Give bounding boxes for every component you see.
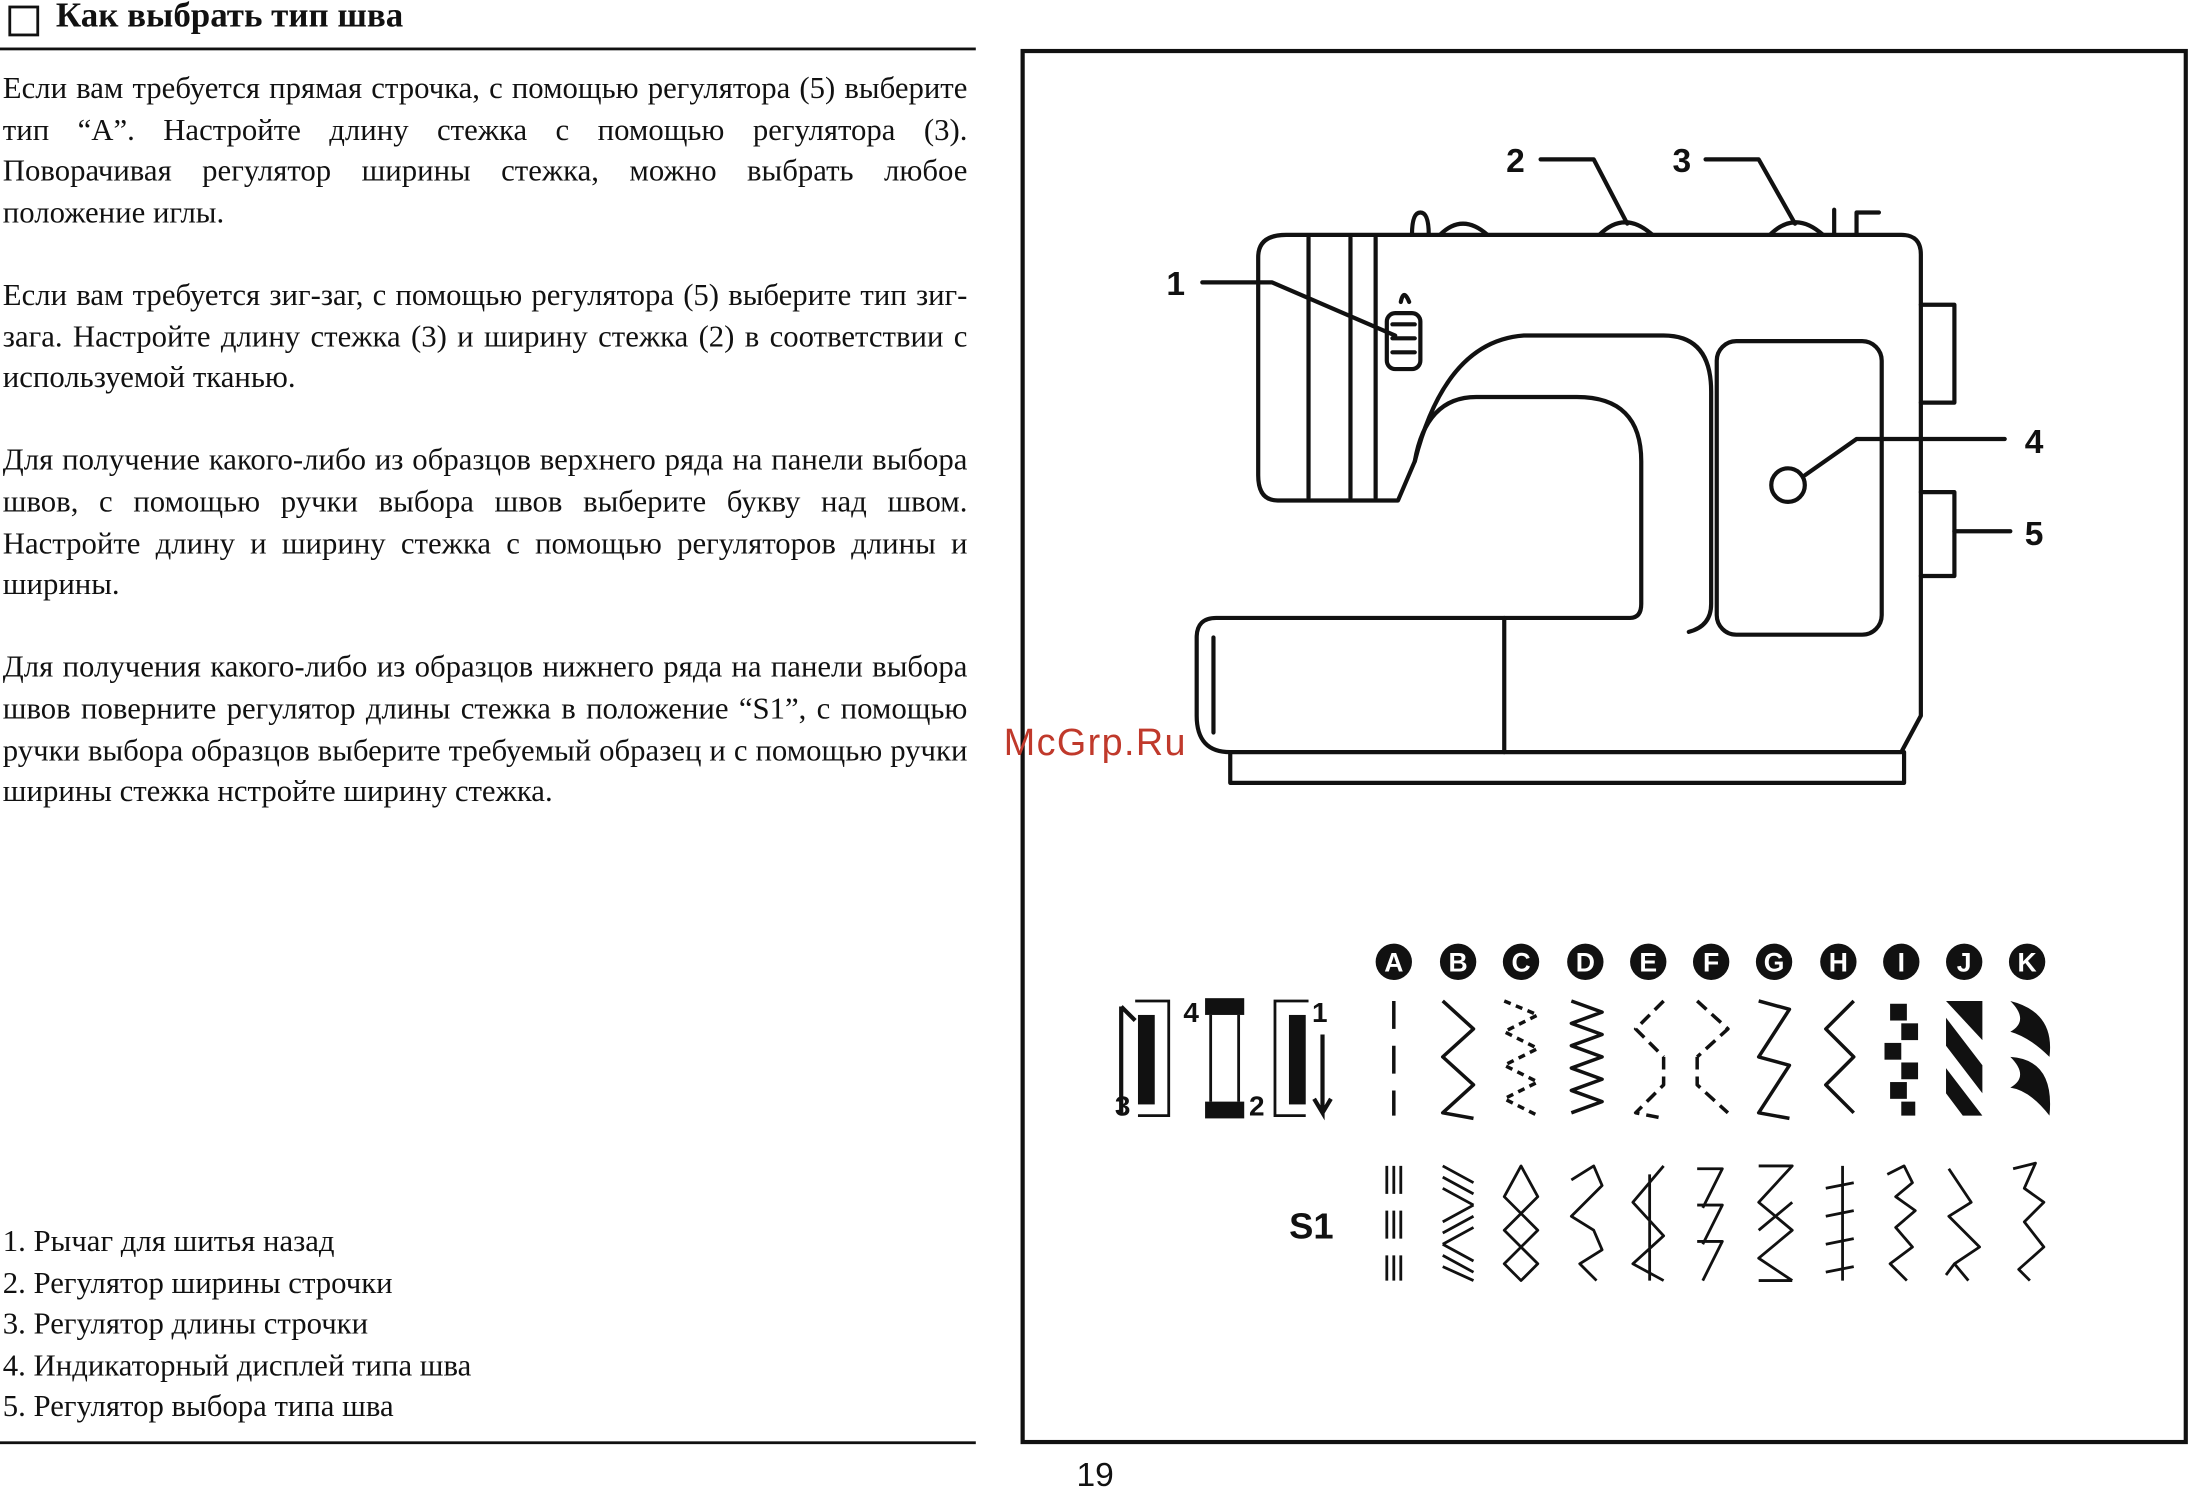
- stitch-letter-badge: B: [1439, 943, 1477, 980]
- watermark-text: McGrp.Ru: [1003, 721, 1187, 764]
- svg-text:I: I: [1898, 948, 1905, 978]
- diagram-frame: [1020, 48, 2188, 1445]
- lower-stitch-patterns: [1385, 1161, 2046, 1282]
- legend-item: 4. Индикаторный дисплей типа шва: [2, 1347, 472, 1383]
- svg-text:E: E: [1639, 948, 1657, 978]
- upper-stitch-patterns: [1392, 999, 1856, 1121]
- paragraph: Если вам требуется прямая строчка, с пом…: [2, 69, 968, 229]
- stitch-letter-badge: F: [1692, 943, 1730, 980]
- lower-row-label: S1: [1289, 1206, 1333, 1247]
- buttonhole-step-number: 3: [1115, 1091, 1131, 1122]
- stitch-letter-badge: K: [2008, 943, 2046, 980]
- paragraph: Для получение какого-либо из образцов ве…: [2, 442, 968, 602]
- legend-item: 5. Регулятор выбора типа шва: [2, 1388, 394, 1424]
- buttonhole-steps-illustration: [1119, 998, 1333, 1121]
- section-title: Как выбрать тип шва: [55, 0, 404, 35]
- callout-number: 3: [1672, 143, 1691, 180]
- stitch-letter-badge: H: [1820, 943, 1857, 980]
- machine-body-illustration: [1194, 207, 1957, 785]
- svg-text:G: G: [1764, 948, 1785, 978]
- page-number: 19: [1076, 1456, 1114, 1491]
- legend-item: 1. Рычаг для шитья назад: [2, 1223, 335, 1259]
- upper-stitch-patterns-filled: [1884, 1000, 2051, 1116]
- callout-number: 1: [1166, 266, 1185, 303]
- stitch-letter-badge: E: [1630, 943, 1667, 980]
- stitch-letter-badges: A B C D E F G H I J K: [1375, 943, 2046, 980]
- svg-text:A: A: [1384, 948, 1403, 978]
- stitch-letter-badge: A: [1375, 943, 1412, 980]
- svg-text:F: F: [1703, 948, 1719, 978]
- stitch-letter-badge: D: [1567, 943, 1604, 980]
- buttonhole-step-number: 2: [1249, 1091, 1265, 1122]
- svg-text:K: K: [2018, 948, 2037, 978]
- legend-item: 2. Регулятор ширины строчки: [2, 1264, 393, 1300]
- stitch-letter-badge: G: [1755, 943, 1793, 980]
- svg-text:J: J: [1957, 948, 1972, 978]
- svg-text:H: H: [1829, 948, 1848, 978]
- svg-text:B: B: [1449, 948, 1468, 978]
- svg-text:D: D: [1576, 948, 1595, 978]
- callout-number: 2: [1506, 143, 1525, 180]
- stitch-letter-badge: I: [1883, 943, 1920, 980]
- callout-number: 4: [2025, 424, 2044, 461]
- buttonhole-step-number: 1: [1312, 997, 1328, 1028]
- svg-text:C: C: [1511, 948, 1530, 978]
- parts-legend: 1. Рычаг для шитья назад 2. Регулятор ши…: [3, 1220, 786, 1427]
- legend-item: 3. Регулятор длины строчки: [2, 1305, 369, 1341]
- instructions: Если вам требуется прямая строчка, с пом…: [3, 67, 968, 853]
- section-checkbox: [8, 5, 40, 37]
- callout-number: 5: [2025, 516, 2044, 553]
- paragraph: Для получения какого-либо из образцов ни…: [2, 649, 968, 809]
- footer-rule: [0, 1441, 976, 1445]
- buttonhole-step-number: 4: [1183, 997, 1199, 1028]
- stitch-letter-badge: C: [1502, 943, 1540, 980]
- stitch-letter-badge: J: [1946, 943, 1983, 980]
- header-rule: [0, 47, 976, 51]
- paragraph: Если вам требуется зиг-заг, с помощью ре…: [2, 276, 968, 395]
